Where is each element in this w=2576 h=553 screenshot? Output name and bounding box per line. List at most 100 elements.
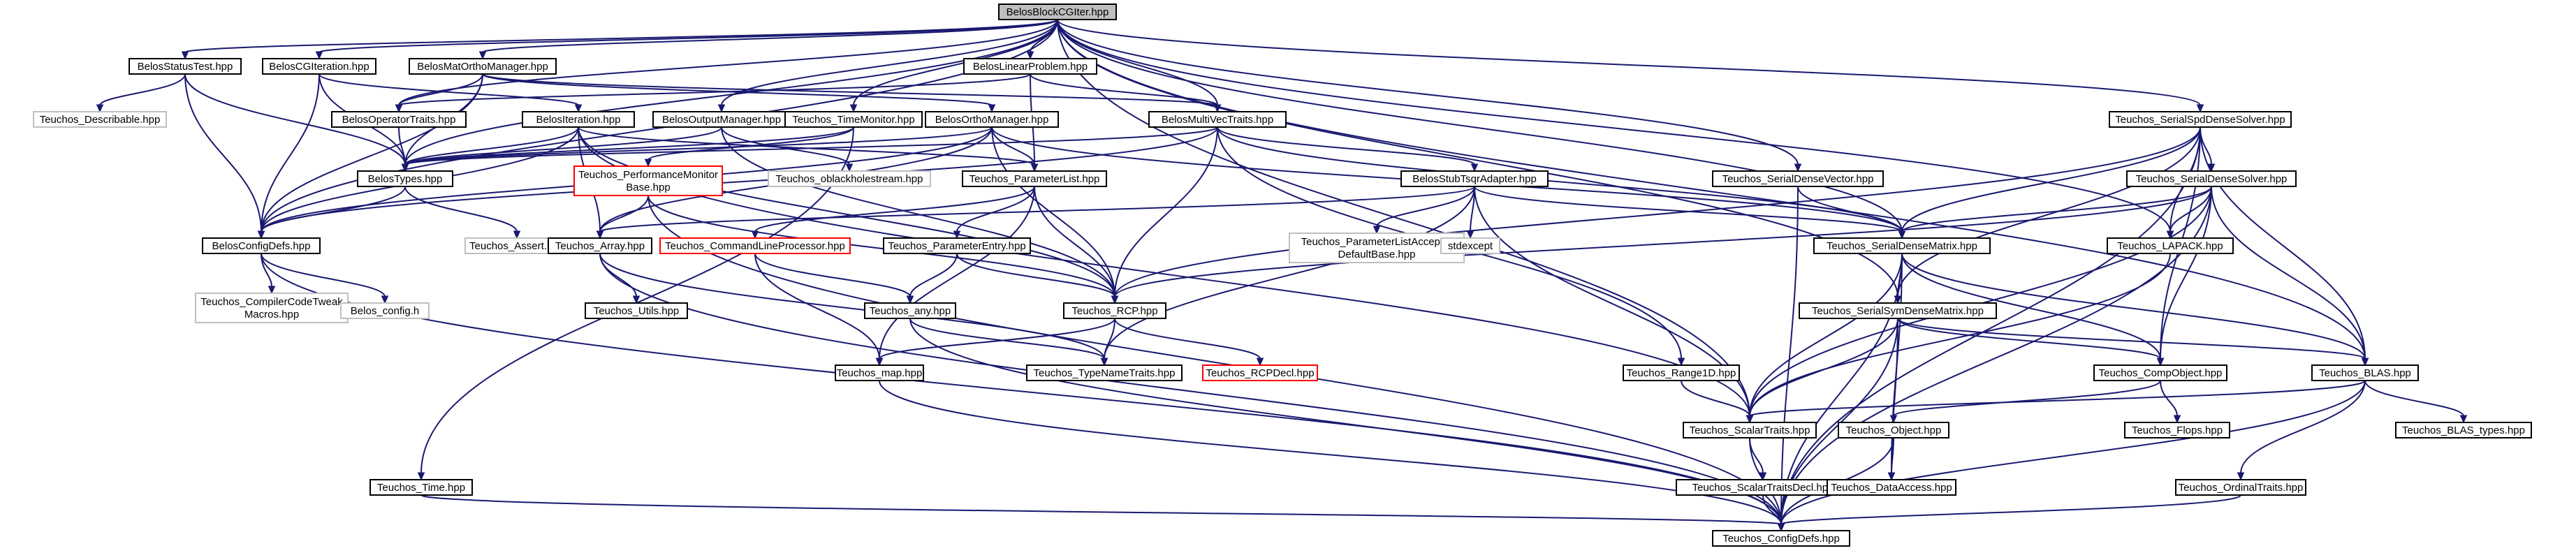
node-paramentry[interactable]: Teuchos_ParameterEntry.hpp	[883, 237, 1031, 254]
edge-line	[1114, 186, 2212, 297]
node-serdmat[interactable]: Teuchos_SerialDenseMatrix.hpp	[1813, 237, 1991, 254]
node-any[interactable]: Teuchos_any.hpp	[864, 302, 956, 319]
node-array[interactable]: Teuchos_Array.hpp	[548, 237, 652, 254]
node-stubtsqr[interactable]: BelosStubTsqrAdapter.hpp	[1400, 170, 1549, 187]
edge-arrowhead	[315, 51, 323, 60]
node-matortho[interactable]: BelosMatOrthoManager.hpp	[409, 58, 557, 75]
node-ordinal[interactable]: Teuchos_OrdinalTraits.hpp	[2175, 479, 2306, 496]
node-box	[357, 170, 453, 187]
node-scalardecl[interactable]: Teuchos_ScalarTraitsDecl.hpp	[1676, 479, 1850, 496]
node-cmdline[interactable]: Teuchos_CommandLineProcessor.hpp	[659, 237, 851, 254]
node-blastypes[interactable]: Teuchos_BLAS_types.hpp	[2395, 422, 2532, 438]
node-box	[2395, 422, 2532, 438]
node-teuchosconfig[interactable]: Teuchos_ConfigDefs.hpp	[1712, 530, 1850, 547]
node-box	[1026, 364, 1183, 381]
node-box	[925, 111, 1059, 128]
node-scalar[interactable]: Teuchos_ScalarTraits.hpp	[1683, 422, 1817, 438]
node-root[interactable]: BelosBlockCGIter.hpp	[998, 3, 1117, 20]
node-box	[340, 302, 430, 319]
edge-line	[754, 253, 911, 297]
node-utils[interactable]: Teuchos_Utils.hpp	[585, 302, 688, 319]
node-box	[1827, 479, 1956, 496]
node-label: BelosTypes.hpp	[368, 173, 443, 185]
edge-line	[1897, 126, 2201, 297]
edge-arrowhead	[596, 230, 604, 239]
node-rcp[interactable]: Teuchos_RCP.hpp	[1063, 302, 1166, 319]
node-box	[262, 58, 376, 75]
edge-mvtraits-to-types	[401, 126, 1218, 172]
node-label: BelosMatOrthoManager.hpp	[417, 61, 548, 73]
node-symmat[interactable]: Teuchos_SerialSymDenseMatrix.hpp	[1799, 302, 1997, 319]
edge-line	[1749, 253, 1903, 417]
edge-line	[1901, 126, 2201, 233]
edge-arrowhead	[478, 51, 487, 60]
node-box	[768, 170, 931, 187]
edge-line	[1057, 19, 2171, 233]
node-cgiter[interactable]: BelosCGIteration.hpp	[262, 58, 376, 75]
edge-line	[398, 73, 1031, 106]
edge-line	[2364, 380, 2464, 417]
node-box	[548, 237, 652, 254]
node-label: Teuchos_RCP.hpp	[1071, 305, 1157, 317]
edge-arrowhead	[1898, 230, 1906, 239]
node-box	[784, 111, 923, 128]
node-spdsolver[interactable]: Teuchos_SerialSpdDenseSolver.hpp	[2109, 111, 2292, 128]
edge-arrowhead	[845, 163, 854, 172]
node-mvtraits[interactable]: BelosMultiVecTraits.hpp	[1148, 111, 1287, 128]
node-dataaccess[interactable]: Teuchos_DataAccess.hpp	[1827, 479, 1956, 496]
node-typename[interactable]: Teuchos_TypeNameTraits.hpp	[1026, 364, 1183, 381]
edge-densesolver-to-serdmat	[1898, 186, 2212, 239]
node-densesolver[interactable]: Teuchos_SerialDenseSolver.hpp	[2126, 170, 2297, 187]
node-label: Teuchos_OrdinalTraits.hpp	[2179, 482, 2304, 494]
node-linprob[interactable]: BelosLinearProblem.hpp	[963, 58, 1097, 75]
node-iteration[interactable]: BelosIteration.hpp	[522, 111, 635, 128]
node-serdvec[interactable]: Teuchos_SerialDenseVector.hpp	[1712, 170, 1884, 187]
node-paramlist[interactable]: Teuchos_ParameterList.hpp	[962, 170, 1107, 187]
edge-densesolver-to-compobj	[2156, 186, 2212, 367]
node-label: Teuchos_DataAccess.hpp	[1831, 482, 1952, 494]
node-map[interactable]: Teuchos_map.hpp	[835, 364, 924, 381]
edge-arrowhead	[2166, 230, 2174, 239]
edge-line	[909, 253, 958, 297]
node-orthomgr[interactable]: BelosOrthoManager.hpp	[925, 111, 1059, 128]
node-object[interactable]: Teuchos_Object.hpp	[1838, 422, 1949, 438]
edge-line	[1057, 19, 1799, 165]
edge-densesolver-to-lapack	[2166, 186, 2212, 239]
node-configdefs[interactable]: BelosConfigDefs.hpp	[202, 237, 321, 254]
edge-line	[398, 126, 406, 165]
node-range1d[interactable]: Teuchos_Range1D.hpp	[1623, 364, 1740, 381]
edge-arrowhead	[1373, 226, 1381, 235]
edge-symmat-to-blas	[1897, 318, 2369, 367]
edge-line	[1104, 318, 1115, 360]
node-compobj[interactable]: Teuchos_CompObject.hpp	[2093, 364, 2227, 381]
edge-line	[1057, 19, 2366, 360]
edge-arrowhead	[632, 295, 641, 304]
node-box	[195, 293, 349, 323]
node-timemon[interactable]: Teuchos_TimeMonitor.hpp	[784, 111, 923, 128]
node-time[interactable]: Teuchos_Time.hpp	[369, 479, 473, 496]
node-flops[interactable]: Teuchos_Flops.hpp	[2124, 422, 2230, 438]
edge-root-to-symmat	[1057, 19, 1902, 304]
node-label: DefaultBase.hpp	[1338, 249, 1416, 260]
node-opertraits[interactable]: BelosOperatorTraits.hpp	[331, 111, 467, 128]
node-label: BelosConfigDefs.hpp	[212, 240, 311, 252]
node-label: Teuchos_oblackholestream.hpp	[776, 173, 923, 185]
node-status[interactable]: BelosStatusTest.hpp	[129, 58, 242, 75]
node-label: Teuchos_Utils.hpp	[594, 305, 680, 317]
node-outmgr[interactable]: BelosOutputManager.hpp	[652, 111, 791, 128]
node-label: Teuchos_Array.hpp	[555, 240, 645, 252]
node-label: BelosIteration.hpp	[536, 114, 621, 126]
edge-serdmat-to-scalar	[1746, 253, 1903, 424]
node-rcpdecl[interactable]: Teuchos_RCPDecl.hpp	[1202, 364, 1318, 381]
edge-densesolver-to-blas	[2211, 186, 2369, 367]
node-types[interactable]: BelosTypes.hpp	[357, 170, 453, 187]
node-box	[33, 111, 167, 128]
edge-arrowhead	[1256, 357, 1264, 367]
edge-line	[1780, 186, 1799, 525]
node-lapack[interactable]: Teuchos_LAPACK.hpp	[2107, 237, 2234, 254]
node-blas[interactable]: Teuchos_BLAS.hpp	[2311, 364, 2419, 381]
edge-line	[2160, 186, 2212, 360]
edge-line	[398, 73, 483, 106]
node-box	[2107, 237, 2234, 254]
